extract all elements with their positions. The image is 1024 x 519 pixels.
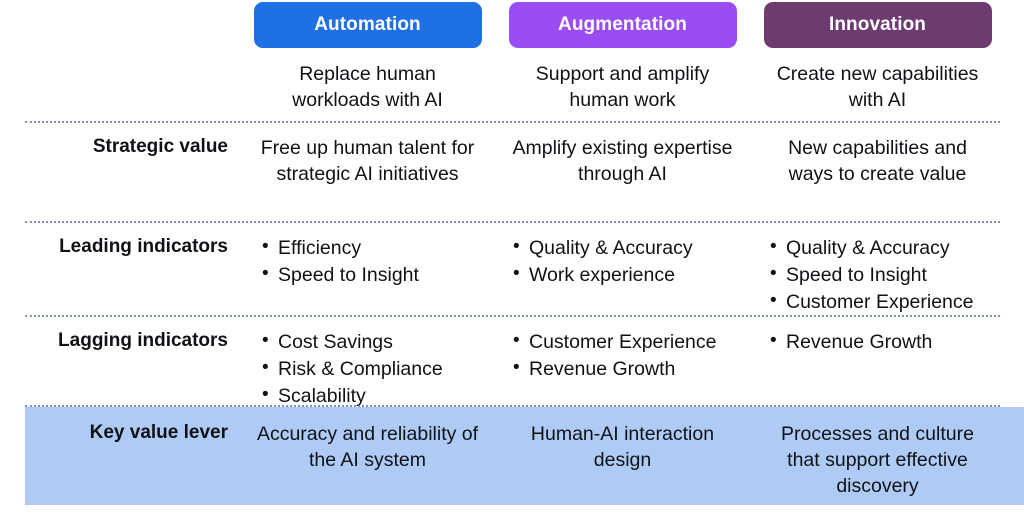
header-corner-spacer: [0, 2, 240, 48]
list-item: Customer Experience: [770, 288, 991, 315]
cell-strategic-value-automation: Free up human talent for strategic AI in…: [260, 137, 475, 185]
row-label-lagging-indicators: Lagging indicators: [58, 330, 228, 351]
cell-strategic-value-augmentation: Amplify existing expertise through AI: [512, 137, 733, 185]
row-label-leading-indicators: Leading indicators: [59, 236, 228, 257]
row-label-key-value-lever: Key value lever: [89, 422, 228, 443]
table-row-key-value-lever-band: Key value lever Accuracy and reliability…: [25, 407, 1024, 505]
list-item: Scalability: [262, 382, 481, 409]
list-item: Cost Savings: [262, 328, 481, 355]
row-divider: [25, 315, 1000, 317]
cell-key-value-lever-automation: Accuracy and reliability of the AI syste…: [256, 423, 479, 471]
table-header-row: Automation Augmentation Innovation: [0, 0, 1005, 48]
list-item: Speed to Insight: [770, 261, 991, 288]
list-item: Revenue Growth: [513, 355, 736, 382]
bullet-list: Revenue Growth: [770, 328, 991, 355]
row-divider: [25, 121, 1000, 123]
column-header-augmentation: Augmentation: [495, 2, 750, 48]
column-subtitle-row: Replace human workloads with AI Support …: [0, 48, 1005, 113]
column-subtitle-innovation: Create new capabilities with AI: [776, 63, 979, 111]
table-row-leading-indicators: Leading indicators EfficiencySpeed to In…: [0, 223, 1005, 315]
column-title-innovation: Innovation: [828, 14, 927, 35]
bullet-list: Cost SavingsRisk & ComplianceScalability: [262, 328, 481, 409]
table-row-strategic-value: Strategic value Free up human talent for…: [0, 123, 1005, 221]
column-pill-automation: Automation: [253, 2, 482, 48]
row-divider: [25, 221, 1000, 223]
list-item: Quality & Accuracy: [513, 234, 736, 261]
row-divider: [25, 405, 1000, 407]
column-subtitle-automation: Replace human workloads with AI: [292, 63, 443, 111]
column-header-innovation: Innovation: [750, 2, 1005, 48]
list-item: Risk & Compliance: [262, 355, 481, 382]
table-row-key-value-lever: Key value lever Accuracy and reliability…: [25, 407, 1024, 499]
column-pill-augmentation: Augmentation: [508, 2, 737, 48]
cell-key-value-lever-innovation: Processes and culture that support effec…: [781, 423, 974, 497]
header-spacer: [0, 113, 1024, 121]
subtitle-corner-spacer: [0, 61, 240, 113]
cell-leading-indicators-innovation: Quality & AccuracySpeed to InsightCustom…: [750, 223, 1005, 316]
cell-lagging-indicators-automation: Cost SavingsRisk & ComplianceScalability: [240, 317, 495, 410]
cell-lagging-indicators-augmentation: Customer ExperienceRevenue Growth: [495, 317, 750, 410]
list-item: Quality & Accuracy: [770, 234, 991, 261]
bullet-list: Quality & AccuracyWork experience: [513, 234, 736, 288]
table-row-lagging-indicators: Lagging indicators Cost SavingsRisk & Co…: [0, 317, 1005, 408]
column-subtitle-augmentation: Support and amplify human work: [535, 63, 710, 111]
list-item: Work experience: [513, 261, 736, 288]
cell-key-value-lever-augmentation: Human-AI interaction design: [530, 423, 715, 471]
bullet-list: Customer ExperienceRevenue Growth: [513, 328, 736, 382]
cell-strategic-value-innovation: New capabilities and ways to create valu…: [788, 137, 967, 185]
column-header-automation: Automation: [240, 2, 495, 48]
column-pill-innovation: Innovation: [763, 2, 992, 48]
bullet-list: EfficiencySpeed to Insight: [262, 234, 481, 288]
bullet-list: Quality & AccuracySpeed to InsightCustom…: [770, 234, 991, 315]
row-label-strategic-value: Strategic value: [92, 136, 228, 157]
list-item: Efficiency: [262, 234, 481, 261]
list-item: Speed to Insight: [262, 261, 481, 288]
cell-leading-indicators-automation: EfficiencySpeed to Insight: [240, 223, 495, 316]
cell-leading-indicators-augmentation: Quality & AccuracyWork experience: [495, 223, 750, 316]
list-item: Revenue Growth: [770, 328, 991, 355]
cell-lagging-indicators-innovation: Revenue Growth: [750, 317, 1005, 410]
column-title-automation: Automation: [314, 14, 421, 35]
list-item: Customer Experience: [513, 328, 736, 355]
column-title-augmentation: Augmentation: [558, 14, 687, 35]
